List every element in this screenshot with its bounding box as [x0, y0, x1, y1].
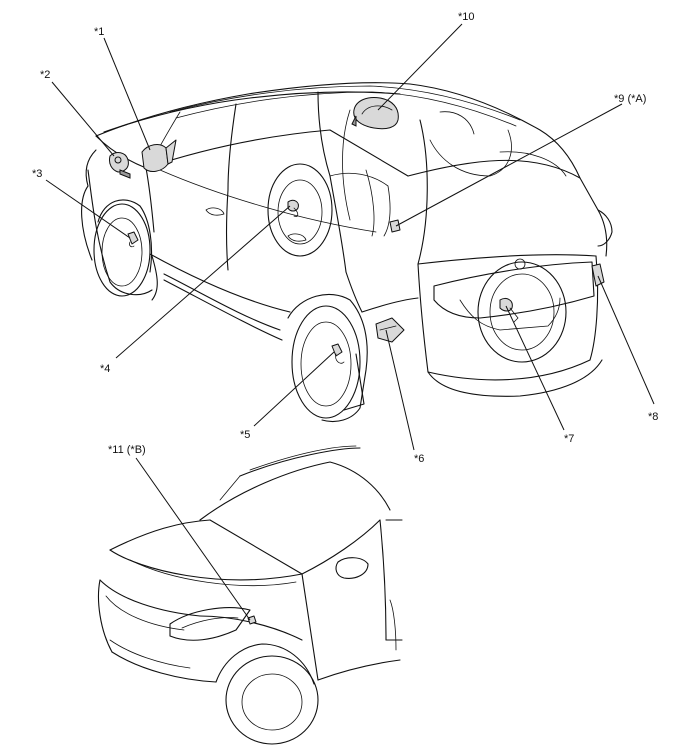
callout-labels: *1 *2 *3 *4 *5 *6 *7 *8 *9 (*A) *10 *11 …	[32, 11, 658, 465]
callout-3: *3	[32, 168, 42, 180]
callout-8: *8	[648, 411, 658, 423]
spare-tire-sensor-part	[287, 199, 299, 217]
leader-10	[377, 23, 463, 111]
callout-7: *7	[564, 433, 574, 445]
front-bumper-sensor-part	[247, 615, 257, 625]
leader-9	[395, 103, 623, 227]
tailgate-sensor-part	[499, 297, 519, 323]
callout-11: *11 (*B)	[108, 444, 146, 456]
vehicle-front-view	[97, 445, 403, 745]
callout-6: *6	[414, 453, 424, 465]
front-wheel-sensor-part	[127, 231, 139, 248]
callout-9: *9 (*A)	[614, 93, 646, 105]
vehicle-rear-view	[81, 82, 613, 423]
callout-5: *5	[240, 429, 250, 441]
callout-4: *4	[100, 363, 110, 375]
leader-3	[45, 179, 131, 239]
quarter-sensor-part	[389, 219, 401, 233]
leader-4	[115, 205, 291, 359]
leader-6	[385, 329, 415, 451]
leader-8	[597, 275, 655, 405]
leader-11	[135, 457, 251, 621]
leader-2	[51, 81, 115, 157]
callout-1: *1	[94, 26, 104, 38]
callout-2: *2	[40, 69, 50, 81]
control-module-part	[375, 317, 405, 343]
rear-corner-sensor-part	[591, 263, 605, 287]
callout-10: *10	[458, 11, 475, 23]
leader-1	[103, 37, 151, 151]
front-sensor-part	[109, 152, 131, 179]
rear-wheel-sensor-part	[331, 343, 345, 364]
leader-lines	[45, 23, 655, 621]
outside-mirror-part	[141, 139, 177, 172]
leader-7	[505, 305, 565, 431]
leader-5	[253, 351, 335, 427]
inner-mirror-part	[351, 97, 399, 130]
